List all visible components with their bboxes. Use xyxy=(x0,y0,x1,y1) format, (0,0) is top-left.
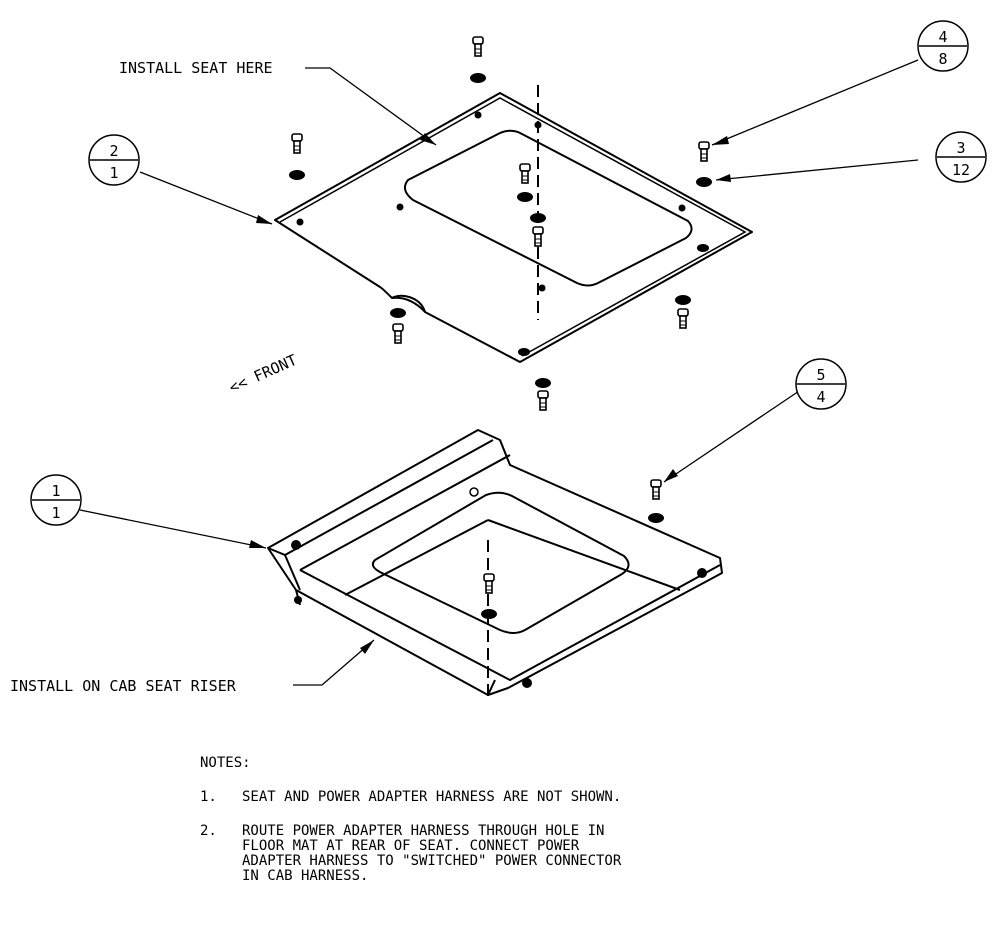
leader-lines xyxy=(79,59,919,686)
balloon-item-number: 3 xyxy=(956,139,965,157)
hardware-fasteners xyxy=(289,36,712,619)
callout-balloon-5-4: 5 4 xyxy=(795,358,847,410)
callout-balloon-2-1: 2 1 xyxy=(88,134,140,186)
notes-heading: NOTES: xyxy=(200,755,251,771)
balloon-quantity: 12 xyxy=(952,161,970,179)
label-install-on-cab-seat-riser: INSTALL ON CAB SEAT RISER xyxy=(10,677,237,695)
balloon-quantity: 1 xyxy=(51,504,60,522)
balloon-item-number: 4 xyxy=(938,28,947,46)
note-item: 1. SEAT AND POWER ADAPTER HARNESS ARE NO… xyxy=(200,790,621,805)
balloon-quantity: 8 xyxy=(938,50,947,68)
label-front-direction: << FRONT xyxy=(226,351,299,397)
seat-adapter-plate xyxy=(274,92,753,363)
note-text: ROUTE POWER ADAPTER HARNESS THROUGH HOLE… xyxy=(242,823,622,884)
label-install-seat-here: INSTALL SEAT HERE xyxy=(119,59,273,77)
note-number: 2. xyxy=(200,823,217,839)
callout-balloon-3-12: 3 12 xyxy=(935,131,987,183)
balloon-item-number: 2 xyxy=(109,142,118,160)
callout-balloon-1-1: 1 1 xyxy=(30,474,82,526)
balloon-quantity: 1 xyxy=(109,164,118,182)
note-text: SEAT AND POWER ADAPTER HARNESS ARE NOT S… xyxy=(242,789,622,805)
note-item: 2. ROUTE POWER ADAPTER HARNESS THROUGH H… xyxy=(200,824,621,884)
callout-balloon-4-8: 4 8 xyxy=(917,20,969,72)
note-number: 1. xyxy=(200,789,217,805)
balloon-item-number: 1 xyxy=(51,482,60,500)
cab-seat-riser-bracket xyxy=(267,429,723,696)
balloon-quantity: 4 xyxy=(816,388,825,406)
balloon-item-number: 5 xyxy=(816,366,825,384)
notes-block: NOTES: 1. SEAT AND POWER ADAPTER HARNESS… xyxy=(200,756,621,884)
